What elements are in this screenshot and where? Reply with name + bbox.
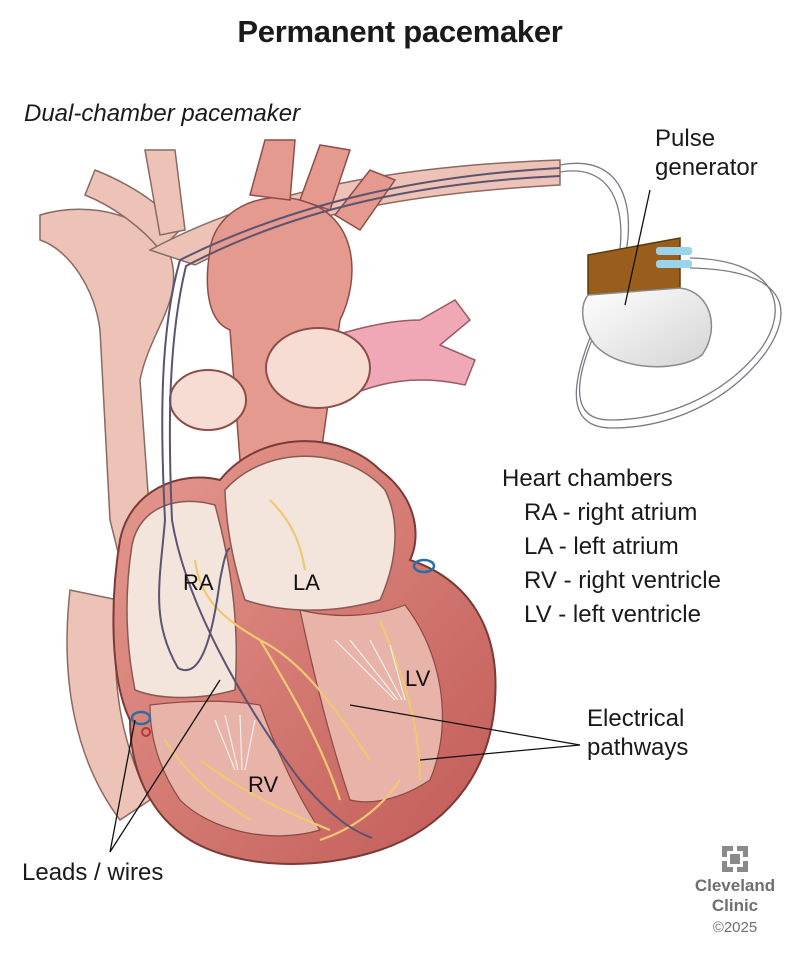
pulse-generator-label: Pulse generator <box>655 124 758 182</box>
pulse-generator-label-line: Pulse <box>655 125 716 152</box>
tag-la: LA <box>293 570 320 595</box>
valve-ring-marker <box>141 727 151 737</box>
tag-lv: LV <box>405 666 431 691</box>
right-atrium-interior <box>126 500 238 699</box>
legend-heading: Heart chambers <box>502 465 673 492</box>
pulse-generator-device <box>581 237 713 368</box>
brand-name-line2: Clinic <box>711 896 759 915</box>
chordae-tendineae <box>214 639 406 771</box>
valve-ring-marker <box>130 710 152 726</box>
generator-leads <box>559 162 782 429</box>
legend-item: LA - left atrium <box>524 533 679 560</box>
page-title: Permanent pacemaker <box>237 14 563 49</box>
aortic-valve-ring <box>169 369 247 431</box>
copyright: ©2025 <box>712 919 758 936</box>
left-atrium-interior <box>224 455 396 611</box>
left-ventricle-cavity <box>299 604 443 803</box>
pacemaker-leads <box>158 167 561 839</box>
electrical-pathways-label-line: pathways <box>587 734 689 761</box>
legend-item: LV - left ventricle <box>524 601 701 628</box>
valve-ring-marker <box>412 558 436 574</box>
pulse-generator-label-line: generator <box>655 154 758 181</box>
legend-item: RV - right ventricle <box>524 567 721 594</box>
tag-ra: RA <box>183 570 214 595</box>
cleveland-clinic-brand: Cleveland Clinic ©2025 <box>690 846 780 938</box>
leads-wires-label: Leads / wires <box>22 859 164 886</box>
heart-chambers-legend: Heart chambers RA - right atrium LA - le… <box>502 462 721 632</box>
electrical-pathways-label: Electrical pathways <box>587 704 688 762</box>
superior-vena-cava <box>39 149 186 822</box>
legend-item: RA - right atrium <box>524 499 698 526</box>
cleveland-clinic-logo-icon <box>722 846 748 872</box>
electrical-pathways-label-line: Electrical <box>587 705 685 732</box>
subtitle: Dual-chamber pacemaker <box>24 100 301 127</box>
pulmonary-valve-ring <box>265 327 371 409</box>
brand-name-line1: Cleveland <box>694 876 776 895</box>
tag-rv: RV <box>248 772 278 797</box>
leader-lines <box>109 189 651 853</box>
